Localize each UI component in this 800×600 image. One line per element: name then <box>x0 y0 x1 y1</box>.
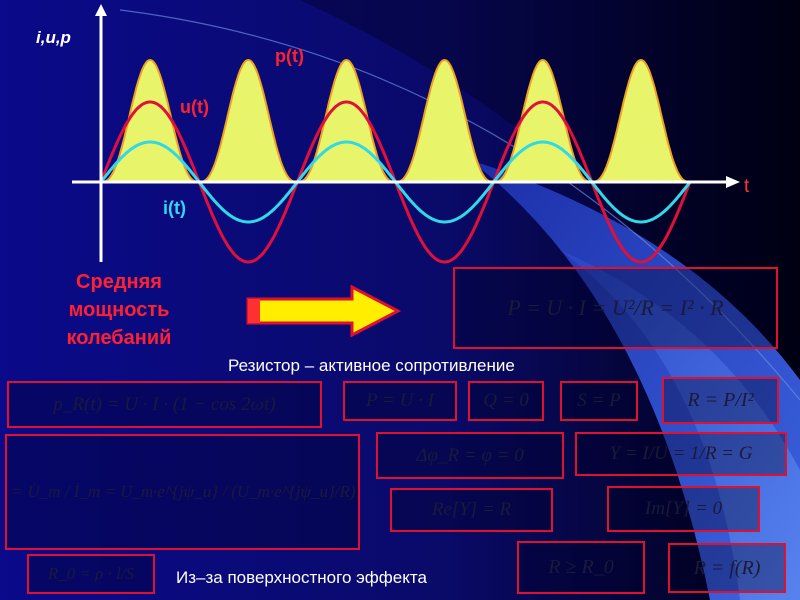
x-axis-label: t <box>744 176 750 197</box>
phase-formula: Δφ_R = φ = 0 <box>416 444 524 466</box>
average-power-line-1: Средняя <box>76 271 162 293</box>
y-axis-label: i,u,p <box>36 28 71 47</box>
right-arrow-icon <box>246 285 402 337</box>
resistance-compare-formula: R ≥ R_0 <box>548 556 614 578</box>
y-axis-arrow-icon <box>95 4 107 16</box>
re-admittance-formula-box: Re[Y] = R <box>390 488 553 532</box>
x-axis-arrow-icon <box>726 176 740 188</box>
im-admittance-formula: Im[Y] = 0 <box>644 498 723 519</box>
active-power-formula: P = U · I <box>366 390 434 411</box>
admittance-formula: Y = I/U = 1/R = G <box>609 443 753 464</box>
resistance-function-formula: R = f(R) <box>693 556 761 579</box>
resistance-compare-formula-box: R ≥ R_0 <box>517 541 645 594</box>
active-power-formula-box: P = U · I <box>343 381 457 421</box>
resistance-function-formula-box: R = f(R) <box>668 543 786 593</box>
average-power-text: Средняя мощность колебаний <box>34 268 204 352</box>
apparent-power-formula: S = P <box>577 390 621 411</box>
im-admittance-formula-box: Im[Y] = 0 <box>607 486 760 532</box>
reactive-power-formula: Q = 0 <box>483 390 529 411</box>
impedance-formula-box: Z_R = U̇_m / İ_m = U_m·e^{jψ_u} / (U_m·e… <box>5 434 360 550</box>
reactive-power-formula-box: Q = 0 <box>468 381 544 421</box>
resistance-formula-box: R = P/I² <box>662 377 779 424</box>
power-label: p(t) <box>275 46 304 66</box>
skin-resistance-formula: R_0 = ρ · l/S <box>47 564 135 583</box>
resistor-caption: Резистор – активное сопротивление <box>228 356 515 375</box>
instant-power-formula: p_R(t) = U · I · (1 − cos 2ωt) <box>53 393 276 415</box>
skin-effect-caption: Из–за поверхностного эффекта <box>176 568 427 587</box>
average-power-line-3: колебаний <box>66 327 172 349</box>
re-admittance-formula: Re[Y] = R <box>431 499 512 520</box>
impedance-formula: Z_R = U̇_m / İ_m = U_m·e^{jψ_u} / (U_m·e… <box>7 482 358 501</box>
resistance-formula: R = P/I² <box>687 389 754 411</box>
apparent-power-formula-box: S = P <box>560 381 638 421</box>
current-label: i(t) <box>163 198 186 218</box>
average-power-line-2: мощность <box>68 299 170 321</box>
average-power-formula-box: P = U · I = U²/R = I² · R <box>453 267 778 349</box>
voltage-label: u(t) <box>180 97 209 117</box>
average-power-formula: P = U · I = U²/R = I² · R <box>507 295 724 320</box>
power-curve <box>101 58 690 183</box>
instant-power-formula-box: p_R(t) = U · I · (1 − cos 2ωt) <box>7 381 322 428</box>
admittance-formula-box: Y = I/U = 1/R = G <box>575 432 787 476</box>
phase-formula-box: Δφ_R = φ = 0 <box>376 432 564 479</box>
skin-resistance-formula-box: R_0 = ρ · l/S <box>27 554 155 594</box>
